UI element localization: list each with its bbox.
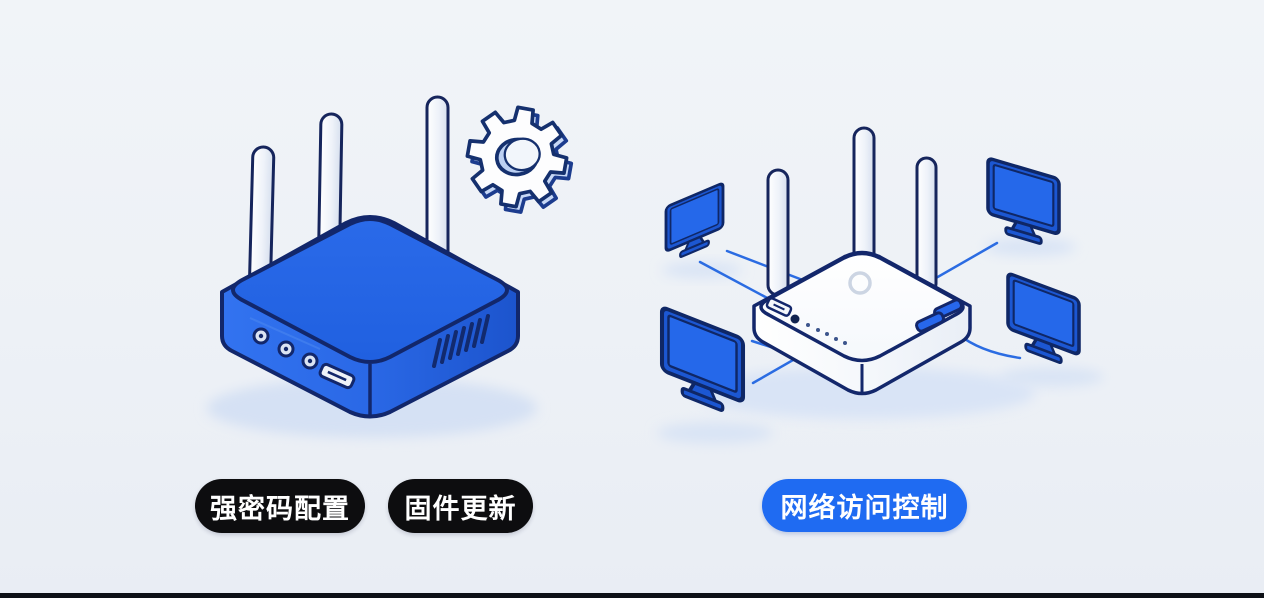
blue-router-icon — [220, 215, 520, 419]
strong-password-badge: 强密码配置 — [195, 479, 365, 533]
network-access-badge: 网络访问控制 — [762, 479, 967, 532]
monitor-shadow — [1000, 367, 1104, 387]
led-dots — [806, 323, 847, 345]
monitor-icon — [664, 181, 725, 265]
ethernet-plug-icon — [915, 311, 945, 333]
white-router-icon — [752, 250, 972, 396]
usb-port-icon — [765, 297, 793, 317]
router-button — [790, 314, 800, 324]
strong-password-label: 强密码配置 — [210, 493, 350, 524]
firmware-update-label: 固件更新 — [404, 493, 517, 524]
monitor-shadow — [984, 238, 1076, 256]
blue-router-scene — [207, 95, 574, 438]
monitor-shadow — [657, 422, 773, 444]
network-access-label: 网络访问控制 — [780, 493, 949, 523]
network-topology-scene — [657, 126, 1104, 444]
usb-port-icon — [318, 362, 356, 390]
firmware-update-badge: 固件更新 — [388, 479, 533, 533]
router-ports — [252, 327, 319, 370]
vent-slats — [432, 314, 490, 368]
gear-icon — [465, 105, 574, 214]
monitor-icon — [986, 156, 1061, 252]
monitor-icon — [1006, 271, 1081, 372]
logo-ring — [848, 271, 872, 295]
bottom-bar — [0, 593, 1264, 598]
